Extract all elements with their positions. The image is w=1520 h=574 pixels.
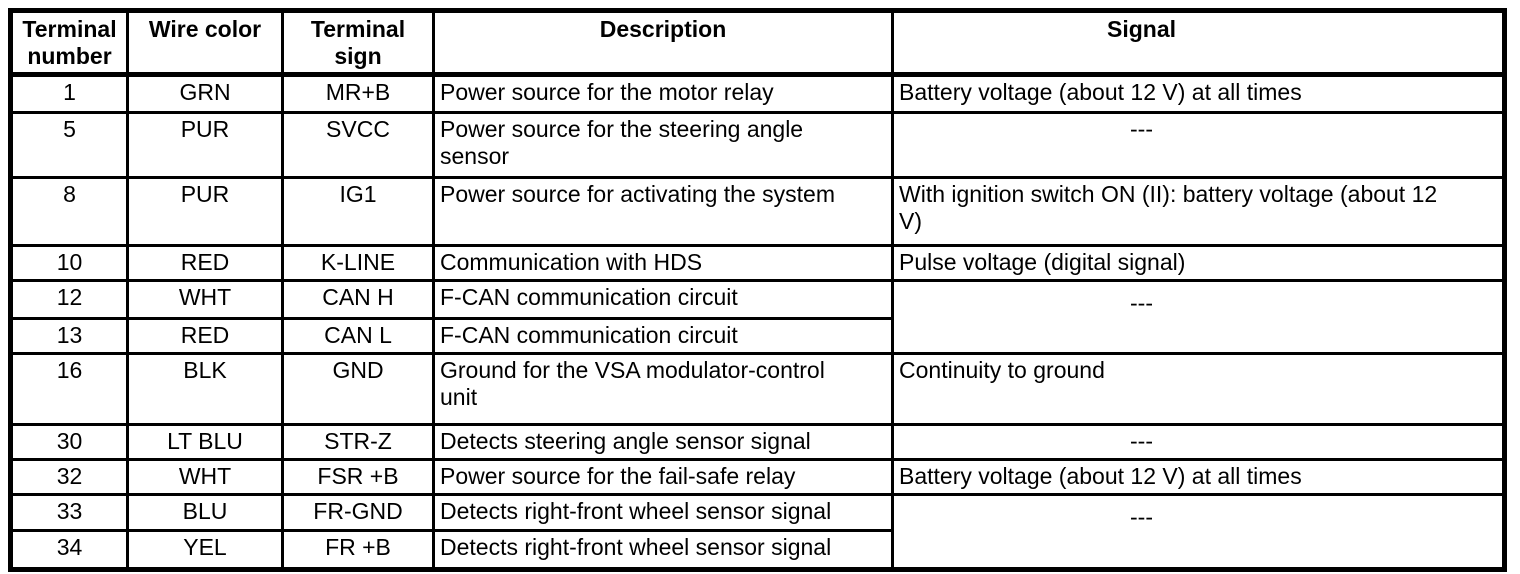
cell-wire-color: BLU: [126, 493, 284, 532]
table-row: 12 WHT CAN H F-CAN communication circuit…: [9, 279, 1506, 355]
cell-terminal-sign: FR-GND: [281, 493, 435, 532]
wiring-terminal-table: Terminal number Wire color Terminal sign…: [8, 8, 1507, 572]
cell-terminal-sign: CAN H: [281, 279, 435, 320]
cell-terminal-sign: CAN L: [281, 317, 435, 355]
cell-terminal-number: 32: [9, 458, 129, 496]
table-row: 16 BLK GND Ground for the VSA modulator-…: [9, 352, 1506, 426]
cell-wire-color: GRN: [126, 73, 284, 114]
cell-description: F-CAN communication circuit: [432, 279, 894, 320]
cell-terminal-number: 5: [9, 111, 129, 179]
cell-terminal-number: 10: [9, 244, 129, 282]
table-row: 33 BLU FR-GND Detects right-front wheel …: [9, 493, 1506, 571]
cell-wire-color: RED: [126, 317, 284, 355]
cell-wire-color: RED: [126, 244, 284, 282]
header-row: Terminal number Wire color Terminal sign…: [9, 9, 1506, 77]
cell-terminal-sign: FR +B: [281, 529, 435, 571]
cell-terminal-sign: IG1: [281, 176, 435, 247]
col-header-signal: Signal: [891, 9, 1506, 77]
table-row: 5 PUR SVCC Power source for the steering…: [9, 111, 1506, 179]
cell-terminal-number: 13: [9, 317, 129, 355]
cell-terminal-number: 33: [9, 493, 129, 532]
cell-description: Detects steering angle sensor signal: [432, 423, 894, 461]
cell-description: Power source for activating the system: [432, 176, 894, 247]
cell-terminal-sign: SVCC: [281, 111, 435, 179]
cell-terminal-number: 30: [9, 423, 129, 461]
cell-terminal-sign: MR+B: [281, 73, 435, 114]
cell-description: Detects right-front wheel sensor signal: [432, 529, 894, 571]
col-header-wire-color: Wire color: [126, 9, 284, 77]
cell-description: Power source for the fail-safe relay: [432, 458, 894, 496]
cell-terminal-sign: STR-Z: [281, 423, 435, 461]
table-row: 34 YEL FR +B Detects right-front wheel s…: [9, 529, 1505, 571]
col-header-terminal-sign: Terminal sign: [281, 9, 435, 77]
cell-signal: Pulse voltage (digital signal): [891, 244, 1506, 282]
cell-terminal-number: 12: [9, 279, 129, 320]
cell-signal: Battery voltage (about 12 V) at all time…: [891, 73, 1506, 114]
cell-terminal-sign: GND: [281, 352, 435, 426]
cell-wire-color: WHT: [126, 458, 284, 496]
cell-description: Communication with HDS: [432, 244, 894, 282]
cell-terminal-sign: K-LINE: [281, 244, 435, 282]
cell-terminal-number: 16: [9, 352, 129, 426]
cell-signal-merged: ---: [891, 279, 1506, 355]
table-row: 13 RED CAN L F-CAN communication circuit: [9, 317, 1505, 355]
cell-signal: ---: [891, 111, 1506, 179]
cell-signal-merged: ---: [891, 493, 1506, 571]
cell-terminal-number: 34: [9, 529, 129, 571]
cell-terminal-number: 8: [9, 176, 129, 247]
cell-signal: Continuity to ground: [891, 352, 1506, 426]
cell-description: Power source for the steering angle sens…: [432, 111, 894, 179]
cell-wire-color: PUR: [126, 111, 284, 179]
cell-signal: With ignition switch ON (II): battery vo…: [891, 176, 1506, 247]
col-header-description: Description: [432, 9, 894, 77]
table-row: 30 LT BLU STR-Z Detects steering angle s…: [9, 423, 1506, 461]
cell-description: Power source for the motor relay: [432, 73, 894, 114]
cell-terminal-number: 1: [9, 73, 129, 114]
table-row: 32 WHT FSR +B Power source for the fail-…: [9, 458, 1506, 496]
cell-signal: Battery voltage (about 12 V) at all time…: [891, 458, 1506, 496]
cell-description: Ground for the VSA modulator-control uni…: [432, 352, 894, 426]
cell-signal: ---: [891, 423, 1506, 461]
cell-wire-color: YEL: [126, 529, 284, 571]
cell-wire-color: WHT: [126, 279, 284, 320]
table-row: 8 PUR IG1 Power source for activating th…: [9, 176, 1506, 247]
table-row: 10 RED K-LINE Communication with HDS Pul…: [9, 244, 1506, 282]
table-row: 1 GRN MR+B Power source for the motor re…: [9, 73, 1506, 114]
cell-wire-color: PUR: [126, 176, 284, 247]
cell-wire-color: LT BLU: [126, 423, 284, 461]
cell-terminal-sign: FSR +B: [281, 458, 435, 496]
col-header-terminal-number: Terminal number: [9, 9, 129, 77]
cell-wire-color: BLK: [126, 352, 284, 426]
cell-description: Detects right-front wheel sensor signal: [432, 493, 894, 532]
cell-description: F-CAN communication circuit: [432, 317, 894, 355]
